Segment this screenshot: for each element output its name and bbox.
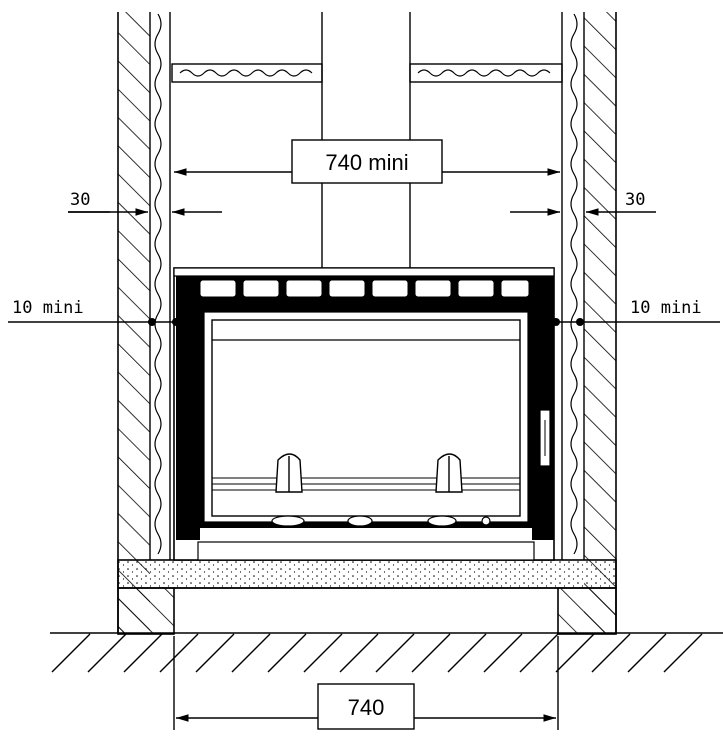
hearth-base <box>117 559 617 635</box>
bottom-width-label: 740 <box>348 695 385 720</box>
clearance-label-right: 10 mini <box>630 298 702 318</box>
fireplace-insert <box>173 267 555 561</box>
ground <box>50 632 723 673</box>
clearance-label-left: 10 mini <box>12 298 84 318</box>
air-vents <box>199 279 530 298</box>
right-wall <box>583 12 617 634</box>
top-width-label-box <box>291 139 443 184</box>
top-width-label: 740 mini <box>325 150 408 175</box>
left-insulation <box>154 12 171 560</box>
bottom-controls <box>271 515 491 527</box>
gap-label-left: 30 <box>70 190 90 210</box>
left-wall <box>117 12 151 634</box>
clearance-markers <box>8 318 720 326</box>
gap-label-right: 30 <box>625 190 645 210</box>
door-handle <box>539 409 551 467</box>
andirons <box>275 453 463 493</box>
top-insulation-panels <box>171 63 563 83</box>
right-insulation <box>561 12 578 560</box>
bottom-width-label-box <box>317 683 415 730</box>
bottom-width-dimension <box>173 636 559 730</box>
